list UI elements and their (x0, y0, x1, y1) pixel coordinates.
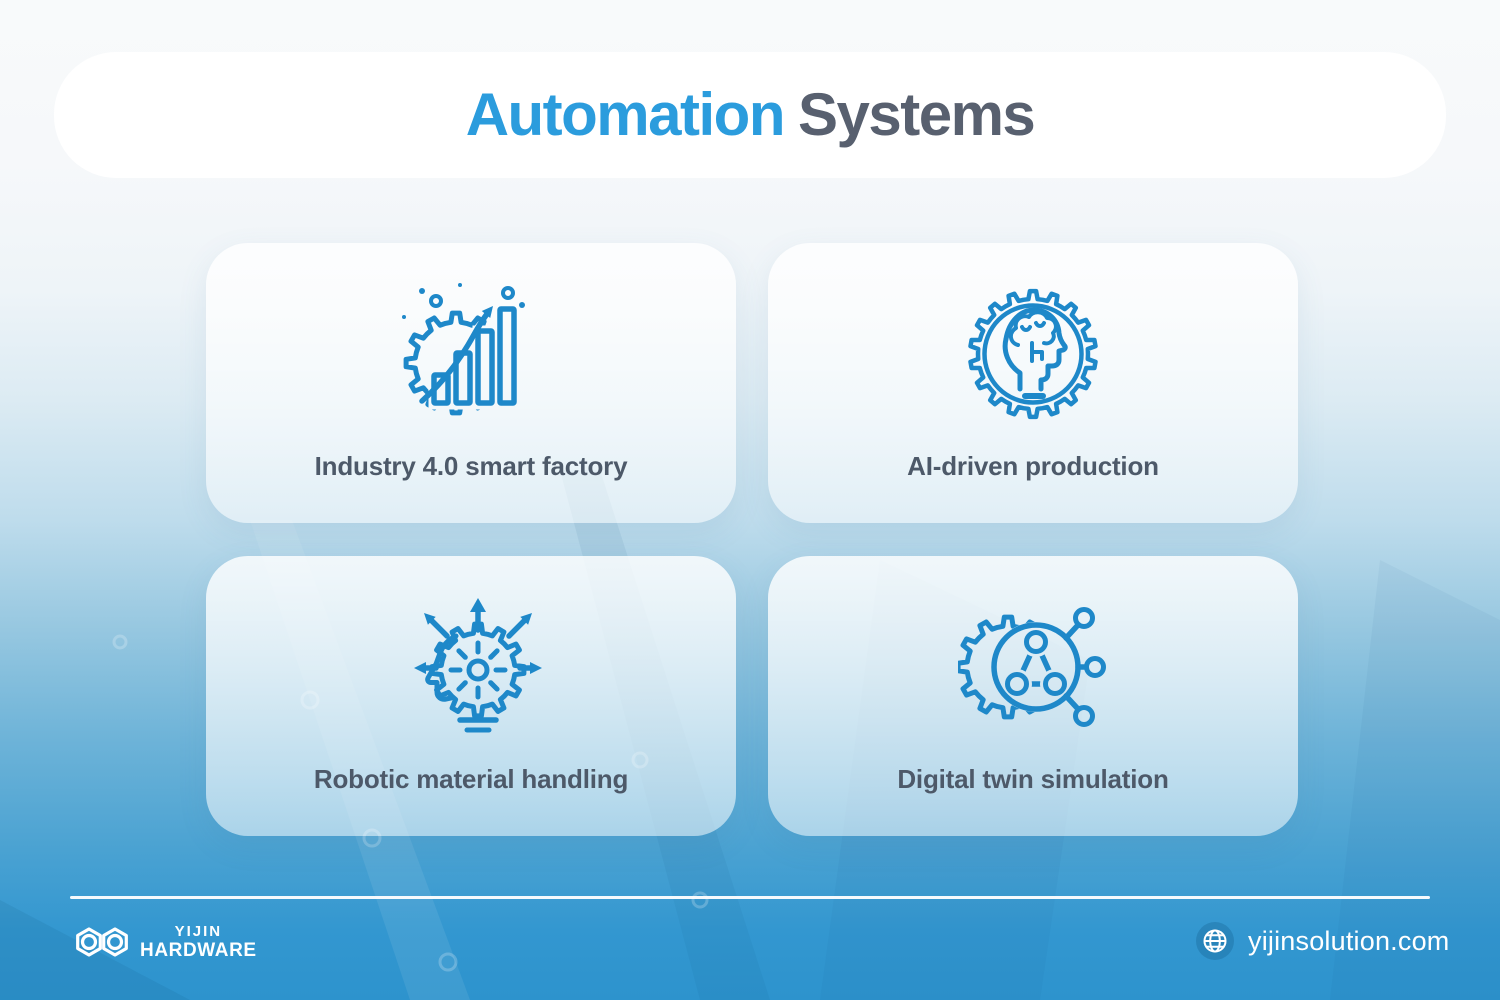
brand-name-top: YIJIN (174, 923, 223, 940)
brand-logo: YIJIN HARDWARE (74, 922, 257, 962)
card-label: Digital twin simulation (897, 764, 1169, 794)
card-label: Industry 4.0 smart factory (314, 451, 628, 481)
yijin-infinity-hexagons-logo (76, 927, 128, 957)
title-rest: Systems (797, 81, 1036, 148)
gear-growth-chart-icon (396, 279, 546, 429)
gear-network-nodes-icon (955, 592, 1108, 742)
title-accent: Automation (465, 81, 786, 148)
website-link[interactable]: yijinsolution.com (1196, 922, 1449, 960)
card-robotic-handling: Robotic material handling (206, 556, 736, 836)
website-url: yijinsolution.com (1248, 925, 1450, 956)
card-ai-driven: AI-driven production (768, 243, 1298, 523)
card-label: Robotic material handling (313, 764, 629, 794)
card-industry-4-0: Industry 4.0 smart factory (206, 243, 736, 523)
gear-dispersion-arrows-icon (396, 592, 546, 742)
gear-brain-head-icon (958, 279, 1108, 429)
globe-icon (1203, 929, 1227, 953)
card-label: AI-driven production (907, 451, 1159, 481)
brand-name: YIJIN HARDWARE (140, 923, 257, 961)
footer-divider (70, 896, 1430, 899)
globe-icon-badge (1196, 922, 1234, 960)
card-digital-twin: Digital twin simulation (768, 556, 1298, 836)
brand-name-bottom: HARDWARE (140, 940, 257, 961)
